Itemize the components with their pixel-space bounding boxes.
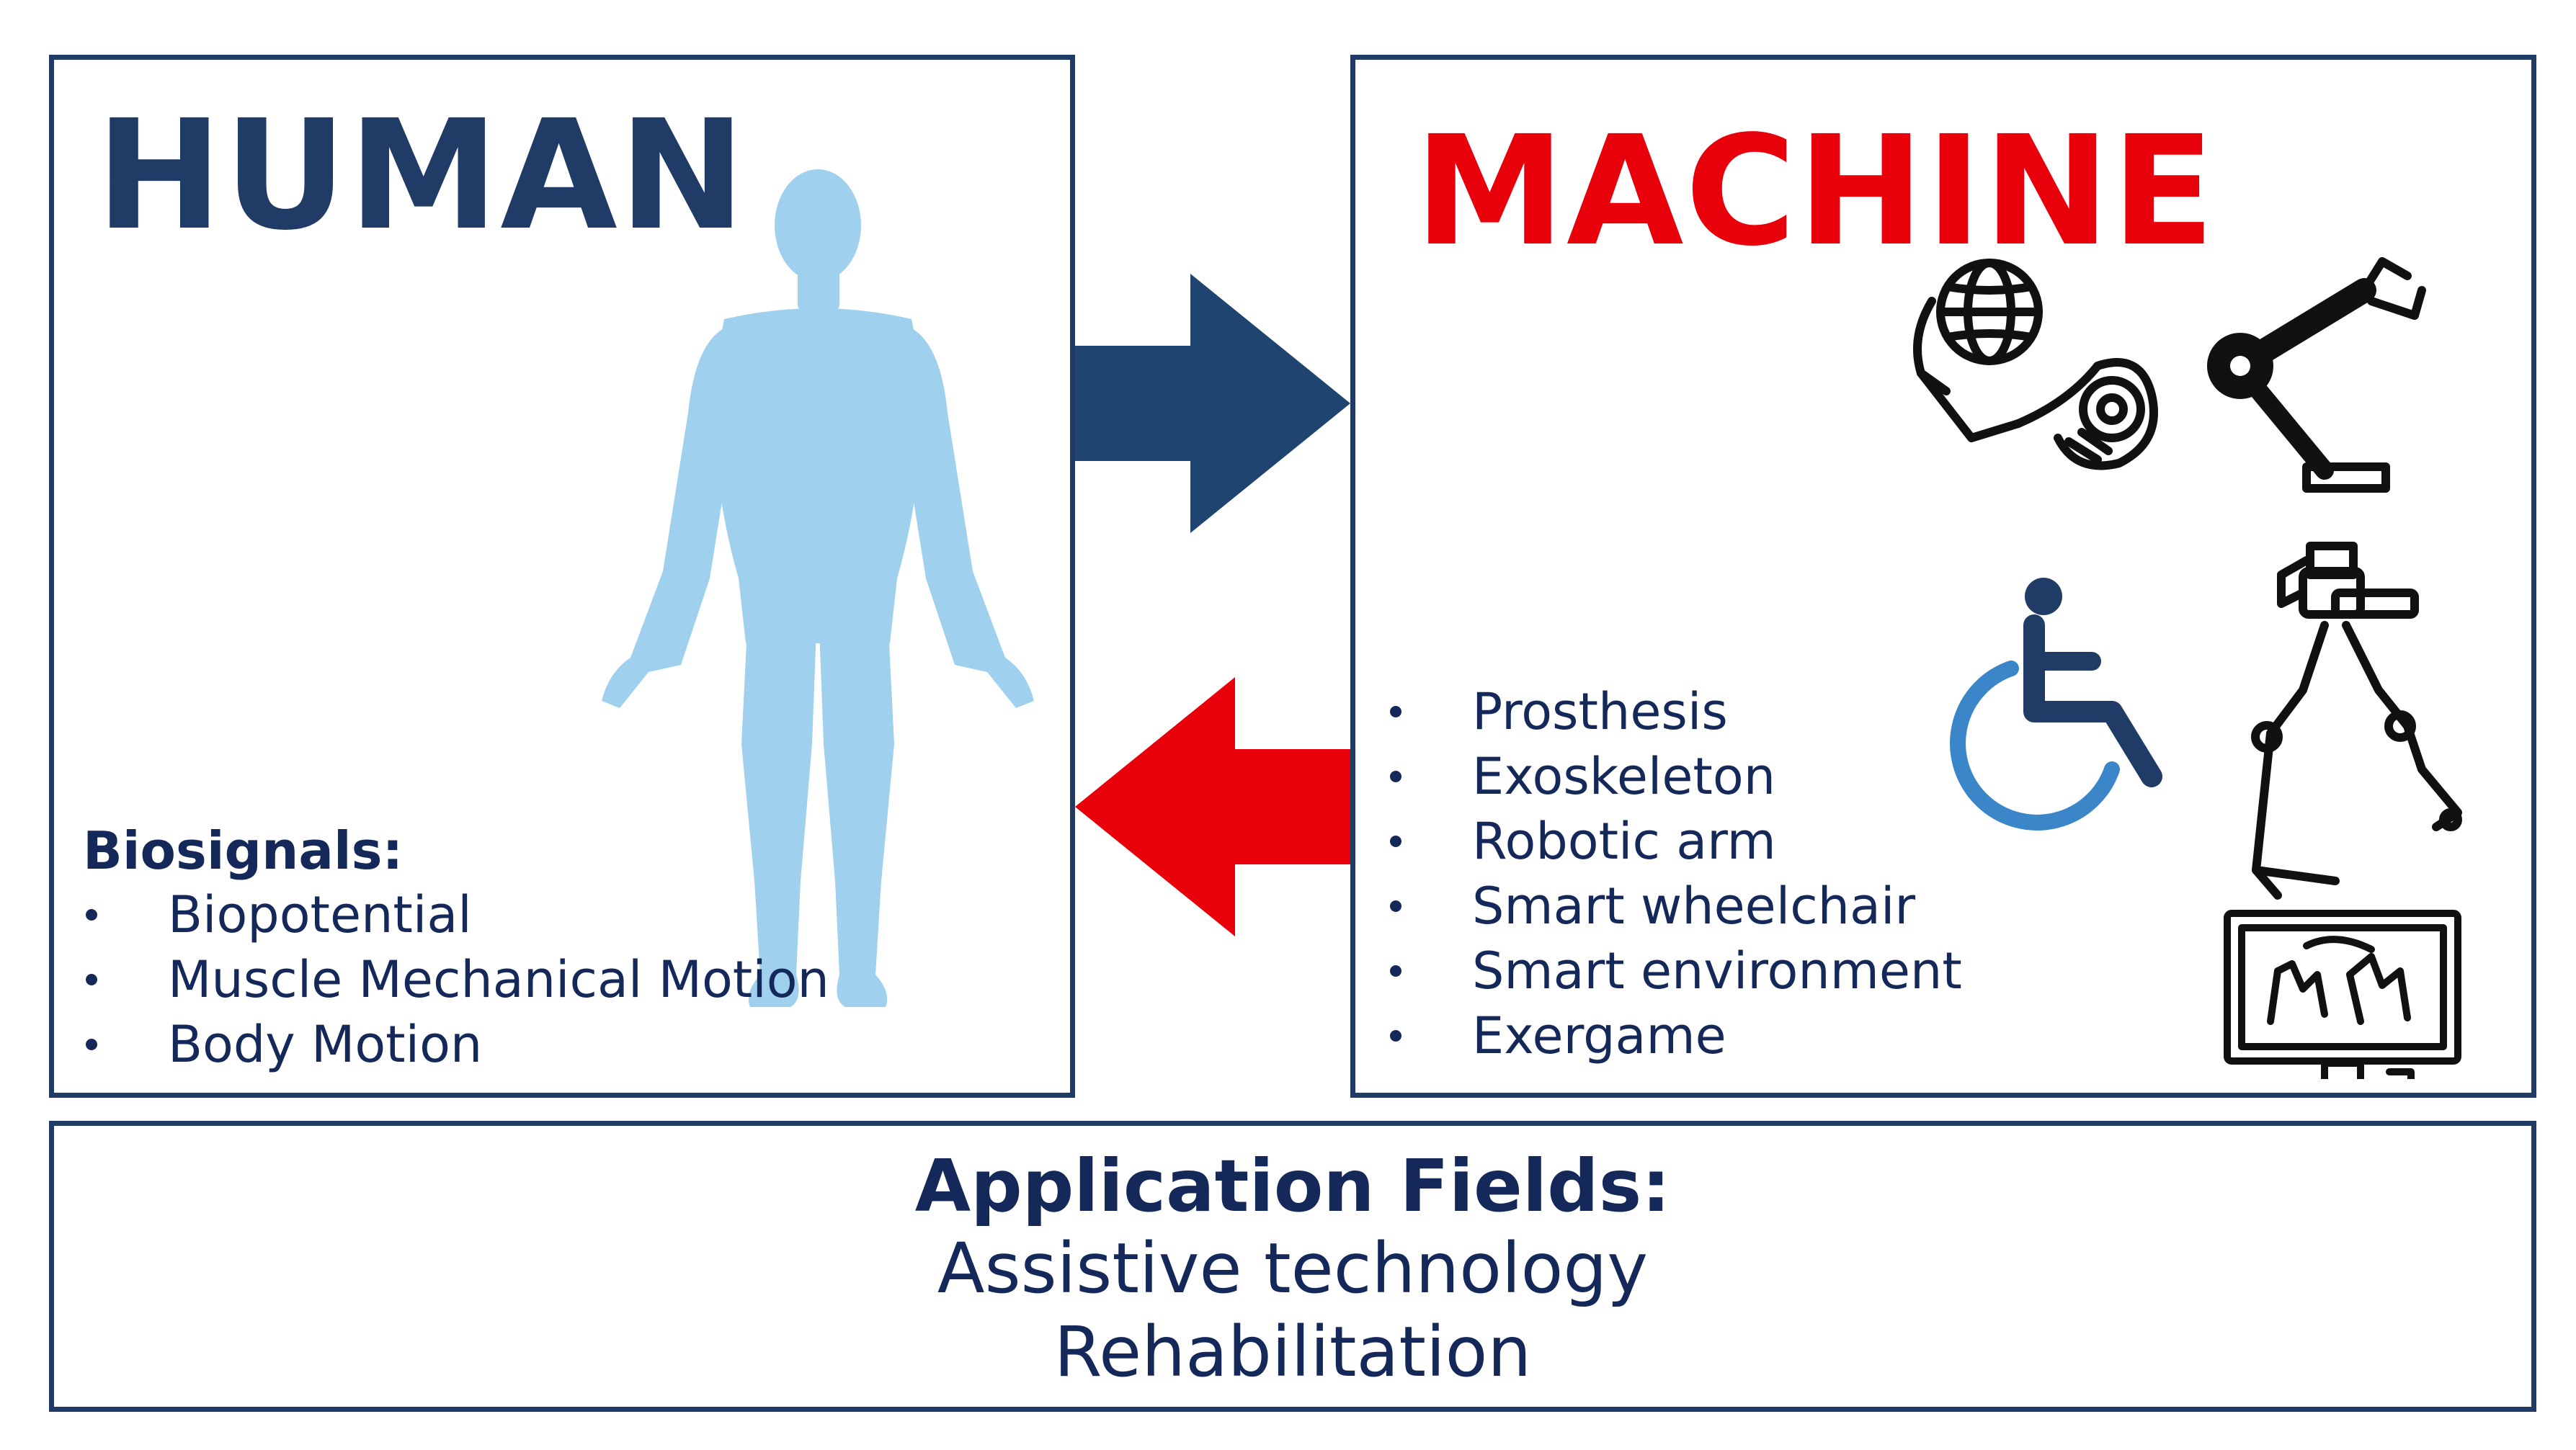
machine-label: Robotic arm [1472, 812, 1776, 871]
biosignals-heading: Biosignals: [83, 820, 404, 881]
application-field-item: Assistive technology [937, 1228, 1649, 1309]
machine-list: Prosthesis Exoskeleton Robotic arm Smart… [1390, 679, 2010, 1068]
application-fields-heading: Application Fields: [914, 1144, 1671, 1228]
bullet-dot [86, 909, 97, 921]
list-item: Exoskeleton [1390, 744, 2010, 809]
machine-label: Prosthesis [1472, 682, 1728, 741]
arrow-to-human [1075, 677, 1350, 936]
list-item: Biopotential [86, 882, 1022, 947]
wheelchair-icon [1950, 578, 2162, 831]
biosignal-label: Biopotential [168, 885, 472, 944]
bullet-dot [1390, 706, 1401, 717]
bullet-dot [1390, 836, 1401, 847]
biosignal-label: Muscle Mechanical Motion [168, 950, 829, 1009]
arrow-to-machine [1075, 274, 1350, 533]
application-fields-panel: Application Fields: Assistive technology… [49, 1121, 2536, 1412]
list-item: Prosthesis [1390, 679, 2010, 744]
bullet-dot [86, 974, 97, 985]
bullet-dot [1390, 965, 1401, 977]
machine-label: Smart environment [1472, 941, 1962, 1001]
machine-icons [1913, 257, 2462, 1079]
list-item: Robotic arm [1390, 809, 2010, 874]
list-item: Body Motion [86, 1012, 1022, 1077]
robotic-arm-icon [2207, 257, 2426, 493]
bullet-dot [1390, 900, 1401, 912]
machine-title: MACHINE [1414, 103, 2216, 279]
prosthetic-hand-icon [1913, 259, 2158, 470]
list-item: Exergame [1390, 1003, 2010, 1068]
list-item: Smart wheelchair [1390, 874, 2010, 939]
bullet-dot [1390, 771, 1401, 782]
exoskeleton-icon [2251, 542, 2462, 900]
bullet-dot [86, 1039, 97, 1050]
machine-label: Smart wheelchair [1472, 877, 1916, 936]
exergame-monitor-icon [2224, 910, 2461, 1079]
biosignal-label: Body Motion [168, 1015, 483, 1074]
list-item: Muscle Mechanical Motion [86, 947, 1022, 1012]
machine-label: Exoskeleton [1472, 747, 1776, 806]
bullet-dot [1390, 1030, 1401, 1042]
human-title: HUMAN [96, 87, 747, 264]
machine-label: Exergame [1472, 1006, 1726, 1065]
human-panel: HUMAN Biosignals: Biopotential [49, 55, 1075, 1098]
human-body-icon [602, 169, 1034, 1007]
machine-panel: MACHINE Prosthesis Exoskeleton Robotic a… [1350, 55, 2536, 1098]
list-item: Smart environment [1390, 939, 2010, 1003]
biosignal-list: Biopotential Muscle Mechanical Motion Bo… [86, 882, 1022, 1077]
application-field-item: Rehabilitation [1053, 1312, 1532, 1392]
